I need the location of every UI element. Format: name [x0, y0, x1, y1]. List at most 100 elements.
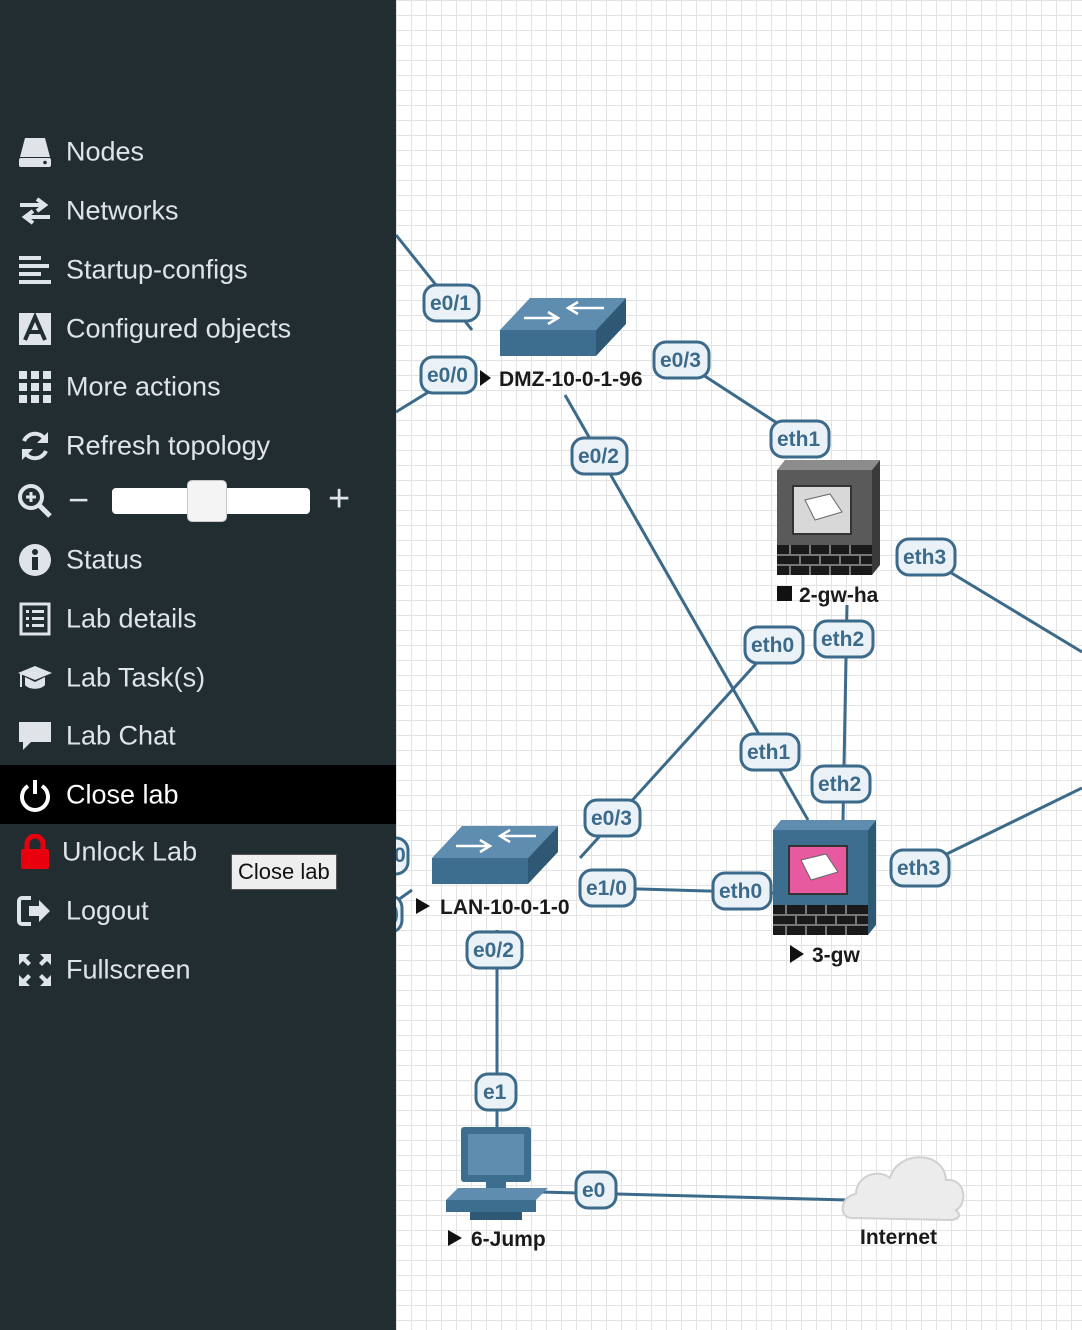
port-gw-eth1[interactable]: eth1: [739, 732, 801, 772]
port-labels: e0/1 e0/0 e0/3 e0/2 eth1 eth3 eth0 eth2 …: [396, 283, 957, 1210]
menu-logout[interactable]: Logout: [0, 882, 396, 940]
list-alt-icon: [17, 601, 53, 637]
cloud-internet[interactable]: Internet: [841, 1156, 965, 1249]
topology-canvas[interactable]: DMZ-10-0-1-96 LAN-10-0-1-0 2-gw-ha: [396, 0, 1082, 1330]
menu-startup-configs[interactable]: Startup-configs: [0, 241, 396, 299]
link-lan-left: [397, 888, 413, 902]
expand-icon: [17, 952, 53, 988]
port-jump-e0[interactable]: e0: [574, 1170, 618, 1210]
svg-text:eth3: eth3: [897, 857, 940, 880]
svg-text:eth2: eth2: [818, 773, 861, 796]
svg-text:e0/2: e0/2: [473, 939, 514, 962]
menu-refresh-topology-label: Refresh topology: [66, 430, 271, 461]
svg-text:0: 0: [396, 844, 406, 867]
menu-nodes[interactable]: Nodes: [0, 123, 396, 181]
menu-close-lab[interactable]: Close lab: [0, 765, 396, 824]
svg-text:e1/0: e1/0: [586, 877, 627, 900]
stop-icon: [777, 586, 792, 601]
port-gwha-eth1[interactable]: eth1: [769, 419, 831, 459]
menu-configured-objects[interactable]: Configured objects: [0, 300, 396, 358]
menu-more-actions-label: More actions: [66, 371, 221, 402]
node-label-dmz: DMZ-10-0-1-96: [499, 368, 643, 391]
port-gwha-eth0[interactable]: eth0: [743, 625, 805, 665]
menu-startup-configs-label: Startup-configs: [66, 254, 248, 285]
zoom-plus-button[interactable]: +: [328, 478, 351, 520]
menu-lab-chat-label: Lab Chat: [66, 720, 176, 751]
play-icon: [448, 1230, 462, 1246]
node-label-gwha: 2-gw-ha: [799, 584, 879, 607]
port-lan-left-top[interactable]: 0: [396, 836, 410, 876]
menu-close-lab-label: Close lab: [66, 779, 179, 809]
menu-lab-tasks-label: Lab Task(s): [66, 662, 206, 693]
port-gw-eth0[interactable]: eth0: [711, 871, 773, 911]
svg-text:e0/0: e0/0: [427, 364, 468, 387]
menu-unlock-lab-label: Unlock Lab: [62, 836, 198, 867]
port-lan-left-bottom[interactable]: ): [396, 895, 404, 933]
font-a-icon: [17, 311, 53, 347]
port-gw-eth2[interactable]: eth2: [810, 764, 872, 804]
lock-icon: [17, 834, 53, 870]
node-label-internet: Internet: [860, 1226, 937, 1249]
port-gwha-eth3[interactable]: eth3: [895, 537, 957, 577]
switch-lan[interactable]: LAN-10-0-1-0: [416, 826, 570, 919]
svg-text:eth2: eth2: [821, 628, 864, 651]
svg-text:e0/2: e0/2: [578, 445, 619, 468]
sign-out-icon: [17, 893, 53, 929]
port-dmz-e02[interactable]: e0/2: [570, 436, 629, 476]
sidebar: Nodes Networks Startup-configs Configure…: [0, 0, 396, 1330]
menu-more-actions[interactable]: More actions: [0, 358, 396, 416]
port-dmz-e01[interactable]: e0/1: [422, 283, 481, 323]
zoom-control: − +: [0, 472, 396, 530]
menu-nodes-label: Nodes: [66, 136, 145, 167]
menu-lab-details[interactable]: Lab details: [0, 590, 396, 648]
menu-fullscreen-label: Fullscreen: [66, 954, 191, 985]
svg-text:e0/1: e0/1: [430, 292, 471, 315]
align-left-icon: [17, 252, 53, 288]
svg-text:e0/3: e0/3: [660, 349, 701, 372]
node-label-lan: LAN-10-0-1-0: [440, 896, 570, 919]
menu-fullscreen[interactable]: Fullscreen: [0, 941, 396, 999]
port-jump-e1[interactable]: e1: [474, 1072, 518, 1112]
port-lan-e10[interactable]: e1/0: [578, 868, 637, 908]
svg-text:eth1: eth1: [747, 741, 791, 764]
menu-lab-tasks[interactable]: Lab Task(s): [0, 649, 396, 707]
menu-status-label: Status: [66, 544, 143, 575]
svg-text:eth0: eth0: [751, 634, 794, 657]
menu-unlock-lab[interactable]: Unlock Lab: [0, 823, 396, 881]
port-lan-e02[interactable]: e0/2: [465, 930, 524, 970]
port-gw-eth3[interactable]: eth3: [889, 848, 951, 888]
port-dmz-e03[interactable]: e0/3: [652, 340, 711, 380]
zoom-in-icon: [17, 483, 53, 519]
svg-text:eth1: eth1: [777, 428, 821, 451]
zoom-slider-handle[interactable]: [187, 480, 227, 522]
refresh-icon: [17, 428, 53, 464]
hdd-icon: [17, 134, 53, 170]
zoom-minus-button[interactable]: −: [68, 479, 90, 520]
menu-lab-chat[interactable]: Lab Chat: [0, 707, 396, 765]
menu-networks[interactable]: Networks: [0, 182, 396, 240]
pc-jump[interactable]: 6-Jump: [446, 1127, 548, 1251]
menu-status[interactable]: Status: [0, 531, 396, 589]
node-label-jump: 6-Jump: [471, 1228, 546, 1251]
svg-text:e0/3: e0/3: [591, 807, 632, 830]
play-icon: [416, 898, 430, 914]
graduation-cap-icon: [17, 660, 53, 696]
svg-text:eth0: eth0: [719, 880, 762, 903]
port-dmz-e00[interactable]: e0/0: [419, 355, 478, 395]
switch-dmz[interactable]: DMZ-10-0-1-96: [480, 298, 643, 391]
menu-configured-objects-label: Configured objects: [66, 313, 292, 344]
play-icon: [480, 370, 491, 386]
close-lab-tooltip: Close lab: [231, 854, 337, 890]
firewall-gw[interactable]: 3-gw: [773, 820, 876, 967]
node-label-gw: 3-gw: [812, 944, 861, 967]
svg-text:e1: e1: [483, 1081, 507, 1104]
port-lan-e03[interactable]: e0/3: [583, 798, 642, 838]
port-gwha-eth2[interactable]: eth2: [813, 619, 875, 659]
firewall-gwha[interactable]: 2-gw-ha: [777, 460, 880, 607]
exchange-icon: [17, 193, 53, 229]
power-icon: [17, 777, 53, 813]
menu-refresh-topology[interactable]: Refresh topology: [0, 417, 396, 475]
comment-icon: [17, 718, 53, 754]
play-icon: [790, 945, 804, 963]
menu-logout-label: Logout: [66, 895, 149, 926]
